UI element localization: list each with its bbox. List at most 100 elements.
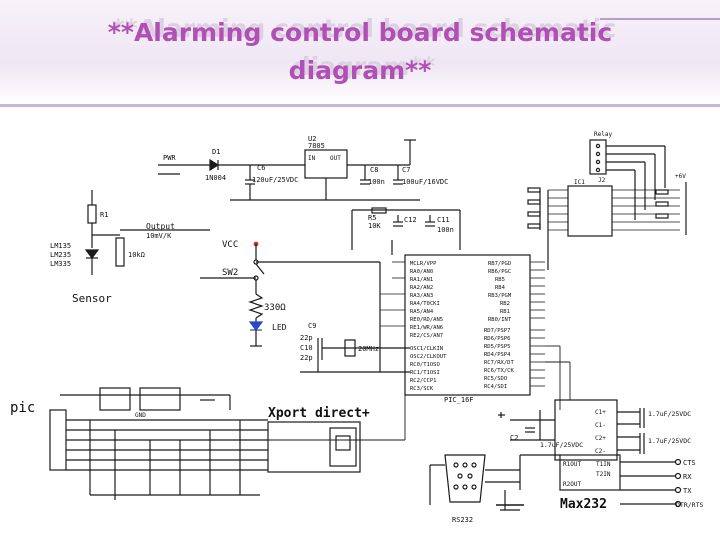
- vcc-label: VCC: [222, 240, 238, 250]
- relay-connector-j2: [589, 139, 607, 175]
- c24-value: 1.7uF/25VDC: [648, 410, 691, 418]
- r10k-label: 10K: [368, 222, 381, 230]
- mcu-right-pins: RB7/PGD RB6/PGC RB5 RB4 RB3/PGM RB2 RB1 …: [484, 261, 514, 390]
- svg-text:RB4: RB4: [495, 285, 506, 291]
- diode-d1: [209, 158, 220, 172]
- svg-text:RA3/AN3: RA3/AN3: [410, 293, 433, 299]
- svg-text:C1+: C1+: [595, 409, 606, 416]
- resistor-330: [248, 293, 264, 319]
- svg-text:C2-: C2-: [595, 448, 606, 455]
- svg-text:RB2: RB2: [500, 301, 510, 307]
- svg-text:R2OUT: R2OUT: [563, 481, 581, 488]
- resistor-10k: [371, 207, 387, 214]
- j2-label: J2: [598, 177, 606, 184]
- title-line-2: diagram**: [288, 56, 432, 85]
- svg-text:RD5/PSP5: RD5/PSP5: [484, 344, 511, 350]
- c23-value: 1.7uF/25VDC: [648, 437, 691, 445]
- interconnect-wires: [268, 345, 571, 441]
- svg-text:RD4/PSP4: RD4/PSP4: [484, 352, 511, 358]
- sensor-section: R1 LM135 LM235 LM335 10kΩ Output 10mV/K …: [50, 190, 380, 347]
- svg-text:RC0/T1OSO: RC0/T1OSO: [410, 362, 440, 368]
- decoupling-section: 10K R5 C12 C11 100n: [351, 207, 461, 255]
- svg-text:RA4/T0CKI: RA4/T0CKI: [410, 301, 440, 307]
- svg-text:RB0/INT: RB0/INT: [488, 317, 512, 323]
- c7-label: C7: [402, 166, 410, 174]
- xtal-label: 20MHz: [358, 345, 379, 353]
- resistor-r1: [87, 204, 97, 224]
- header-divider: [0, 104, 720, 107]
- mcu-body: [404, 254, 531, 396]
- c11-label: C11: [437, 216, 450, 224]
- rx-label: RX: [683, 473, 692, 481]
- dtr-label: DTR/RTS: [676, 501, 703, 509]
- svg-text:RC4/SDI: RC4/SDI: [484, 384, 507, 390]
- c12-label: C12: [404, 216, 417, 224]
- ic1-label: IC1: [574, 179, 585, 186]
- svg-text:RC6/TX/CK: RC6/TX/CK: [484, 368, 514, 374]
- c11-value: 100n: [437, 226, 454, 234]
- c9-label: C9: [308, 322, 316, 330]
- svg-text:R1OUT: R1OUT: [563, 461, 581, 468]
- pic-label: pic: [10, 400, 35, 416]
- c6-label: C6: [257, 164, 265, 172]
- mcu-part-label: PIC_16F: [444, 396, 474, 404]
- svg-text:C2+: C2+: [595, 435, 606, 442]
- svg-text:RB6/PGC: RB6/PGC: [488, 269, 511, 275]
- pwr-label: PWR: [163, 154, 176, 162]
- lm335-label: LM335: [50, 260, 71, 268]
- u2-out-pin: OUT: [330, 155, 341, 162]
- r5-label: R5: [368, 214, 376, 222]
- lm135-label: LM135: [50, 242, 71, 250]
- svg-text:RA2/AN2: RA2/AN2: [410, 285, 433, 291]
- cts-label: CTS: [683, 459, 696, 467]
- lm235-label: LM235: [50, 251, 71, 259]
- u2-label: U2: [308, 135, 316, 143]
- svg-text:RB5: RB5: [495, 277, 505, 283]
- ic1-pin-lines: [548, 189, 680, 231]
- c2-label: C2: [510, 434, 518, 442]
- svg-text:RA0/AN0: RA0/AN0: [410, 269, 433, 275]
- relay-label: Relay: [594, 131, 612, 138]
- gnd-label: GND: [135, 412, 146, 419]
- sensor-label: Sensor: [72, 292, 112, 305]
- r330-label: 330Ω: [264, 303, 286, 313]
- db9-connector: [444, 454, 486, 503]
- d1-part-label: 1N004: [205, 174, 226, 182]
- svg-text:RE2/CS/AN7: RE2/CS/AN7: [410, 333, 443, 339]
- svg-text:RB7/PGD: RB7/PGD: [488, 261, 511, 267]
- svg-text:RC5/SDO: RC5/SDO: [484, 376, 507, 382]
- svg-text:OSC2/CLKOUT: OSC2/CLKOUT: [410, 354, 447, 360]
- xport-label: Xport direct+: [268, 406, 370, 421]
- max232-io-pins: R1OUT T1IN T2IN R2OUT: [563, 461, 611, 488]
- svg-text:RA1/AN1: RA1/AN1: [410, 277, 433, 283]
- svg-text:OSC1/CLKIN: OSC1/CLKIN: [410, 346, 443, 352]
- schematic-diagram: PWR D1 1N004 C6 120uF/25VDC U2 7805 IN O…: [0, 110, 720, 540]
- mcu-pin-stubs: [380, 261, 545, 387]
- u2-in-pin: IN: [308, 155, 316, 162]
- mcu-pic: PIC_16F MCLR/VPP RA0/AN0 RA1/AN1 RA2/AN2…: [379, 254, 545, 404]
- svg-text:RB3/PGM: RB3/PGM: [488, 293, 512, 299]
- rs232-label: RS232: [452, 516, 473, 524]
- c8-value: 100n: [368, 178, 385, 186]
- zener-sensor: [84, 249, 100, 259]
- svg-text:RC3/SCK: RC3/SCK: [410, 386, 434, 392]
- crystal: [344, 339, 356, 357]
- pic-header: [49, 409, 67, 471]
- c8-label: C8: [370, 166, 378, 174]
- xport-section: Xport direct+: [267, 406, 370, 473]
- d1-label: D1: [212, 148, 220, 156]
- rs232-section: RS232: [429, 412, 524, 524]
- pot-label: 10kΩ: [128, 251, 145, 259]
- max232-cap-pins: C1+ C1- C2+ C2-: [595, 409, 606, 455]
- svg-text:RE1/WR/AN6: RE1/WR/AN6: [410, 325, 443, 331]
- c6-value: 120uF/25VDC: [252, 176, 298, 184]
- c9-value: 22p: [300, 334, 313, 342]
- svg-text:RC2/CCP1: RC2/CCP1: [410, 378, 437, 384]
- svg-text:RA5/AN4: RA5/AN4: [410, 309, 434, 315]
- svg-text:RB1: RB1: [500, 309, 510, 315]
- power-supply-section: PWR D1 1N004 C6 120uF/25VDC U2 7805 IN O…: [158, 135, 448, 201]
- plus6v-label: +6V: [675, 173, 686, 180]
- svg-text:RC7/RX/DT: RC7/RX/DT: [484, 360, 514, 366]
- mcu-left-pins: MCLR/VPP RA0/AN0 RA1/AN1 RA2/AN2 RA3/AN3…: [410, 261, 447, 392]
